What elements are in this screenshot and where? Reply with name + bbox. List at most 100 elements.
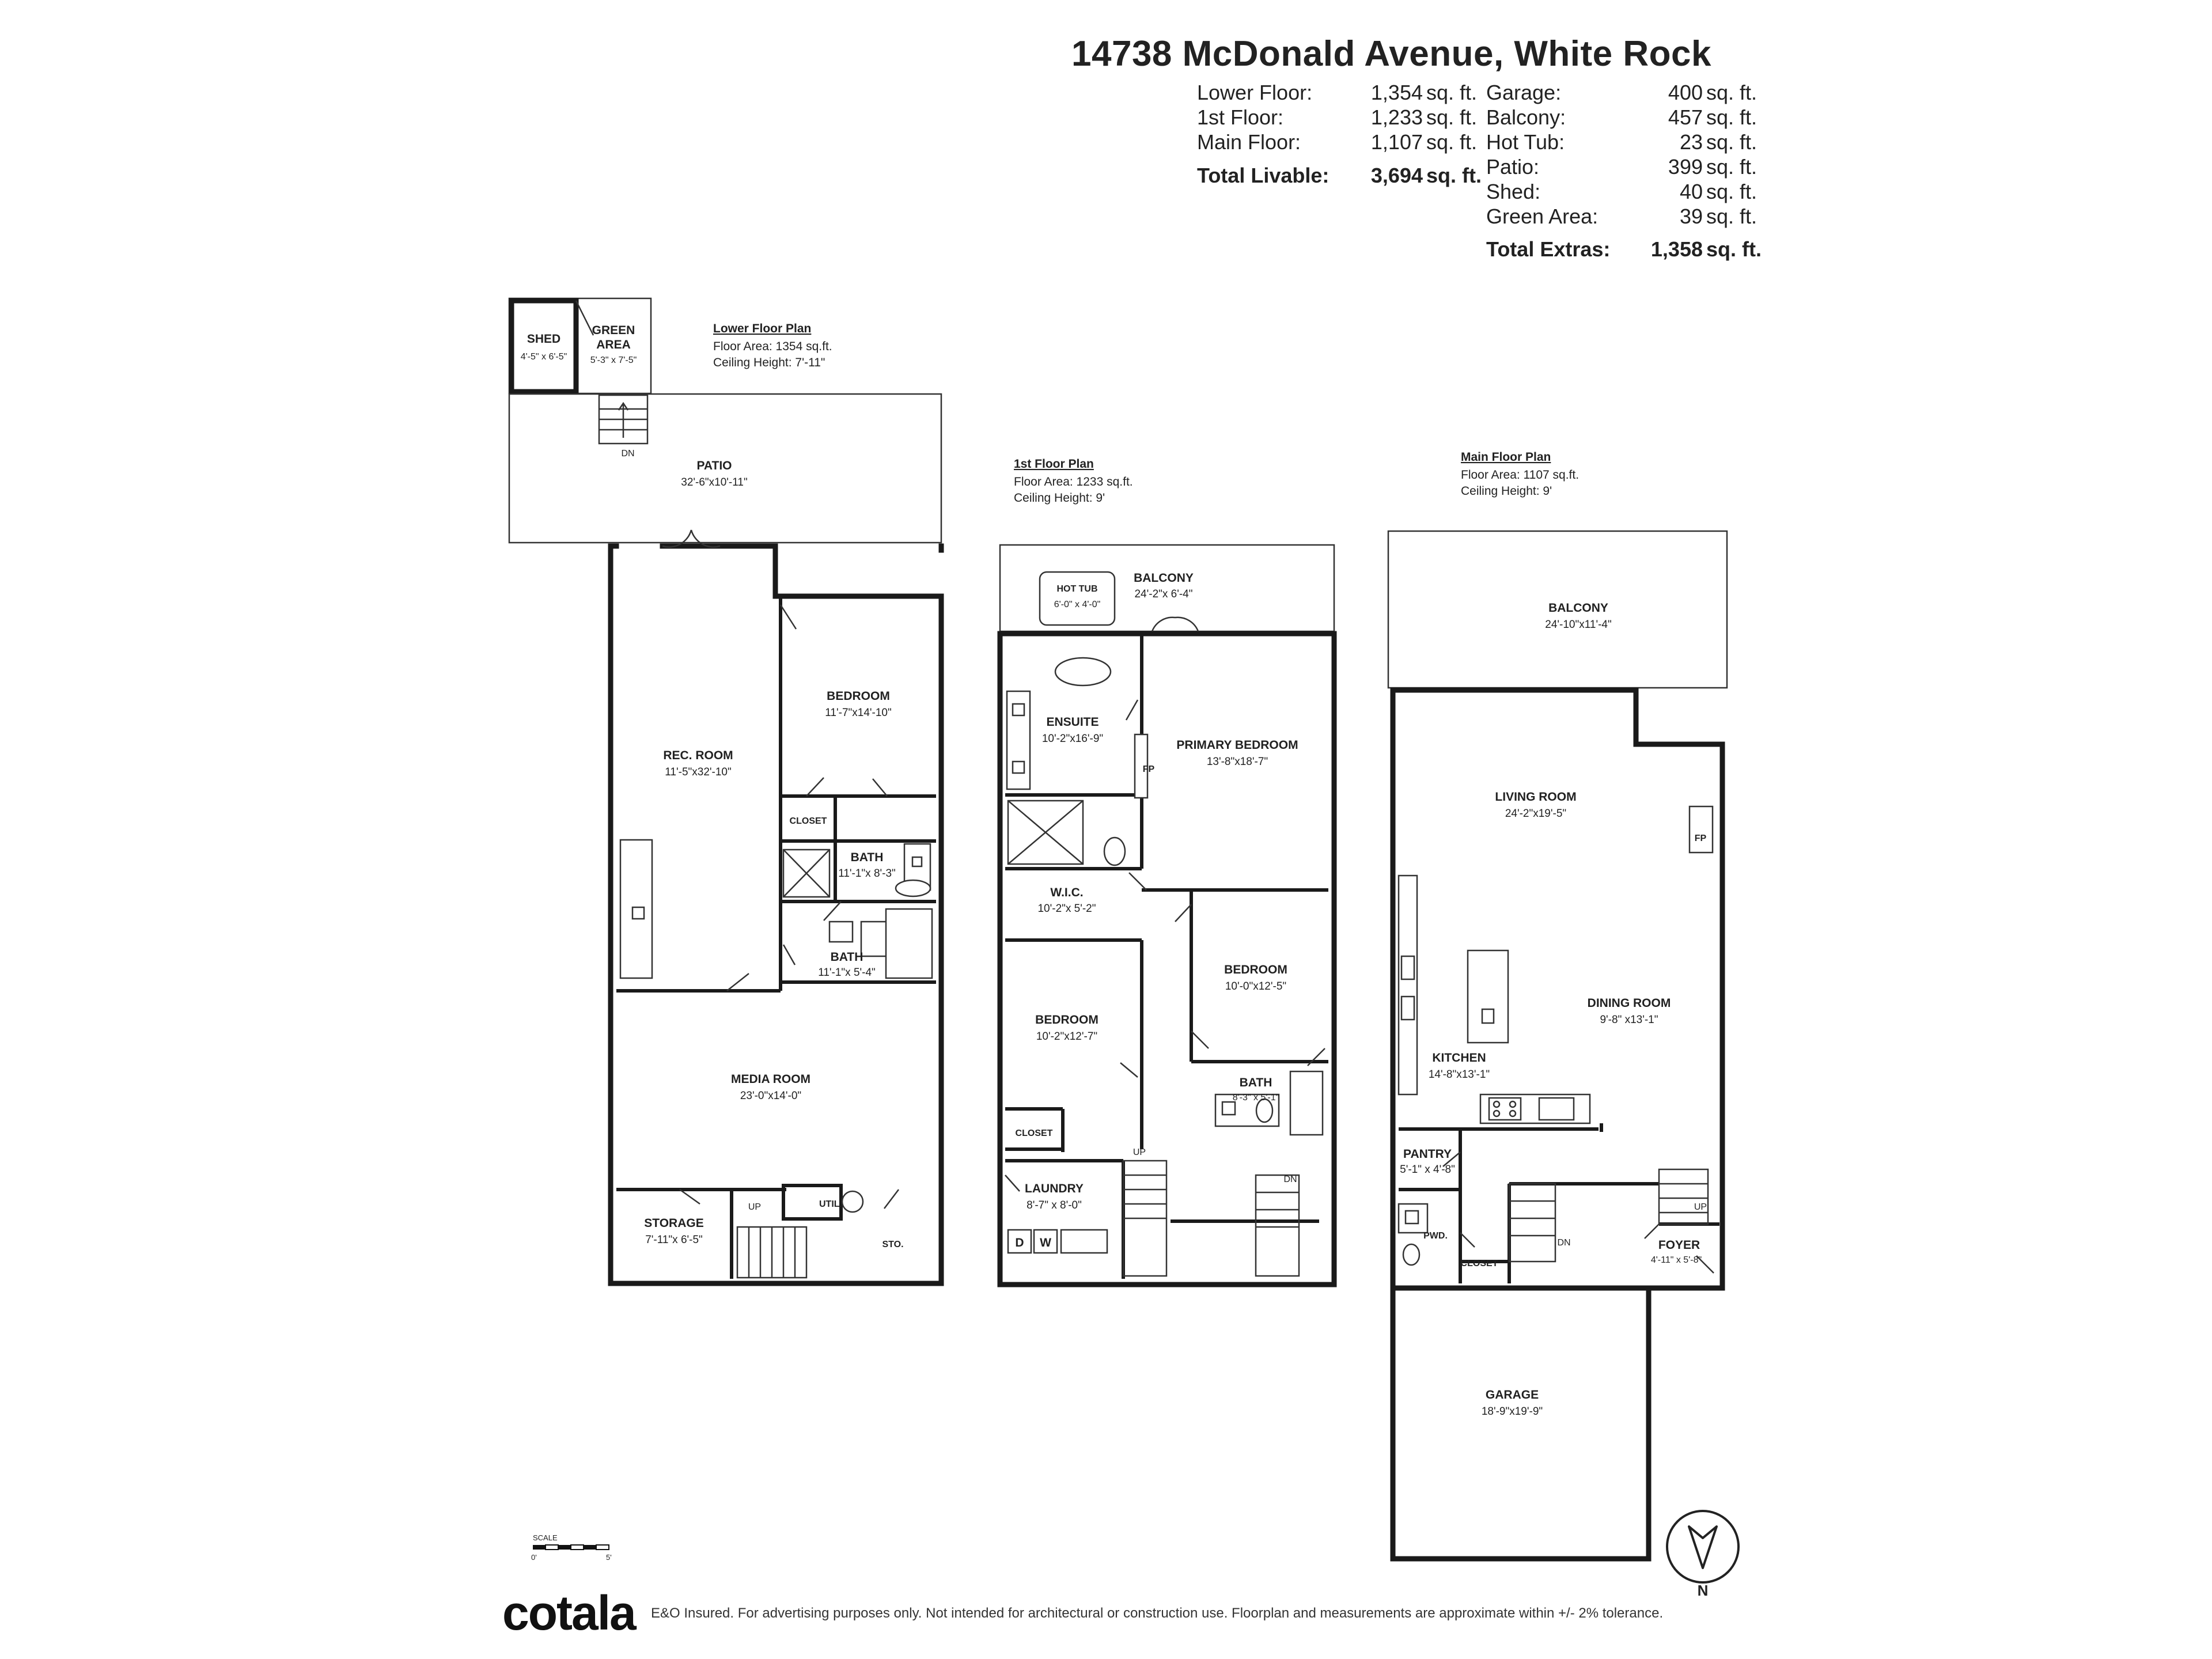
sink-icon <box>631 906 645 920</box>
lower-up-label: UP <box>748 1202 761 1212</box>
fireplace-icon <box>1134 733 1149 799</box>
garage-dim: 18'-9"x19'-9" <box>1482 1406 1543 1418</box>
main-dn-label: DN <box>1557 1238 1570 1248</box>
water-heater-icon <box>841 1190 864 1213</box>
washer-label: W <box>1040 1236 1051 1249</box>
first-bath-dim: 8'-3" x 5'-1" <box>1233 1093 1279 1103</box>
bathtub-icon <box>1289 1070 1324 1136</box>
extra-label: Shed: <box>1486 180 1541 203</box>
scale-label: SCALE <box>533 1533 558 1542</box>
first-bedroom2-dim: 10'-0"x12'-5" <box>1225 980 1286 993</box>
floor-row: 1st Floor: 1,233 sq. ft. <box>1197 105 1477 130</box>
wic-dim: 10'-2"x 5'-2" <box>1037 903 1096 915</box>
floor-value: 1,233 <box>1370 105 1423 129</box>
extra-value: 23 <box>1679 130 1703 154</box>
kitchen-dim: 14'-8"x13'-1" <box>1429 1069 1490 1081</box>
first-bedroom2-label: BEDROOM <box>1224 963 1287 976</box>
sink-icon <box>1221 1101 1236 1116</box>
living-room-dim: 24'-2"x19'-5" <box>1505 808 1566 820</box>
foyer-label: FOYER <box>1658 1238 1700 1252</box>
floor-row: Lower Floor: 1,354 sq. ft. <box>1197 81 1477 105</box>
laundry-label: LAUNDRY <box>1025 1182 1084 1195</box>
first-balcony-dim: 24'-2"x 6'-4" <box>1134 588 1192 600</box>
total-livable-value: 3,694 <box>1370 164 1423 187</box>
first-dn-label: DN <box>1283 1175 1297 1184</box>
extra-value: 40 <box>1679 180 1703 203</box>
scale-start: 0' <box>531 1553 537 1562</box>
dryer-label: D <box>1015 1236 1024 1249</box>
first-bedroom3-label: BEDROOM <box>1035 1013 1099 1027</box>
extra-label: Garage: <box>1486 81 1562 104</box>
extra-label: Green Area: <box>1486 204 1599 228</box>
scale-end: 5' <box>606 1553 612 1562</box>
lower-exterior-walls <box>608 543 944 1286</box>
sink-icon <box>1404 1210 1419 1225</box>
ensuite-dim: 10'-2"x16'-9" <box>1042 733 1103 745</box>
toilet-icon <box>895 879 931 897</box>
total-extras-value: 1,358 <box>1650 237 1703 261</box>
pwd-vanity <box>1397 1203 1429 1234</box>
bathtub-icon <box>885 908 933 979</box>
floor-value: 1,107 <box>1370 130 1423 154</box>
kitchen-island <box>1467 949 1509 1044</box>
patio-dn-label: DN <box>621 449 634 459</box>
extra-row: Balcony: 457 sq. ft. <box>1486 105 1757 130</box>
extra-value: 399 <box>1668 155 1703 179</box>
toilet-icon <box>1103 836 1126 866</box>
main-closet-label: CLOSET <box>1461 1259 1498 1268</box>
lower-bath2-dim: 11'-1"x 5'-4" <box>818 967 876 979</box>
floor-label: Lower Floor: <box>1197 81 1313 104</box>
total-extras-row: Total Extras: 1,358 sq. ft. <box>1486 237 1762 262</box>
lower-plan-ceiling: Ceiling Height: 7'-11" <box>713 356 825 369</box>
extra-value: 39 <box>1679 204 1703 228</box>
main-balcony-label: BALCONY <box>1548 601 1608 615</box>
lower-plan-area: Floor Area: 1354 sq.ft. <box>713 340 832 353</box>
extra-label: Hot Tub: <box>1486 130 1565 154</box>
dishwasher-icon <box>1400 995 1415 1021</box>
fridge-icon <box>1538 1097 1575 1121</box>
util-room-walls <box>782 1184 843 1221</box>
floor-row: Main Floor: 1,107 sq. ft. <box>1197 130 1477 154</box>
green-area-label-1: GREEN <box>592 324 635 337</box>
shed-door <box>575 300 594 336</box>
stair-arrow-icon <box>618 402 629 438</box>
patio-outline <box>508 393 942 544</box>
first-plan-title: 1st Floor Plan <box>1014 457 1094 471</box>
lower-bath1-label: BATH <box>851 851 884 864</box>
extra-label: Patio: <box>1486 155 1540 179</box>
lower-floor-plan: Lower Floor Plan Floor Area: 1354 sq.ft.… <box>508 297 944 1286</box>
pantry-dim: 5'-1" x 4'-8" <box>1400 1164 1455 1176</box>
sink-icon <box>911 856 923 868</box>
floor-label: Main Floor: <box>1197 130 1301 154</box>
first-plan-area: Floor Area: 1233 sq.ft. <box>1014 475 1133 488</box>
total-livable-label: Total Livable: <box>1197 164 1330 187</box>
kitchen-counter <box>1397 874 1418 1096</box>
lower-bath2-label: BATH <box>831 950 863 964</box>
foyer-dim: 4'-11" x 5'-8" <box>1651 1255 1702 1265</box>
extra-row: Shed: 40 sq. ft. <box>1486 180 1757 204</box>
extra-label: Balcony: <box>1486 105 1566 129</box>
patio-label: PATIO <box>696 459 732 472</box>
lower-bedroom-label: BEDROOM <box>827 690 890 703</box>
floor-label: 1st Floor: <box>1197 105 1284 129</box>
kitchen-label: KITCHEN <box>1432 1051 1486 1065</box>
main-floor-plan: Main Floor Plan Floor Area: 1107 sq.ft. … <box>1387 450 1728 1562</box>
dryer-icon <box>1007 1229 1032 1254</box>
sink-icon <box>1012 703 1025 717</box>
sink-icon <box>1012 760 1025 774</box>
storage-label: STORAGE <box>644 1217 703 1230</box>
first-plan-ceiling: Ceiling Height: 9' <box>1014 491 1105 505</box>
hot-tub-dim: 6'-0" x 4'-0" <box>1054 600 1101 609</box>
extra-value: 457 <box>1668 105 1703 129</box>
laundry-dim: 8'-7" x 8'-0" <box>1027 1199 1082 1211</box>
main-stairs-up <box>1658 1168 1709 1225</box>
shed-dim: 4'-5" x 6'-5" <box>521 352 567 362</box>
main-fp-label: FP <box>1695 834 1707 843</box>
main-plan-title: Main Floor Plan <box>1461 450 1551 464</box>
garage-label: GARAGE <box>1486 1388 1539 1402</box>
property-address: 14738 McDonald Avenue, White Rock <box>1071 34 1711 74</box>
main-plan-ceiling: Ceiling Height: 9' <box>1461 484 1552 498</box>
rec-room-label: REC. ROOM <box>663 749 733 762</box>
green-area-label-2: AREA <box>596 338 631 351</box>
